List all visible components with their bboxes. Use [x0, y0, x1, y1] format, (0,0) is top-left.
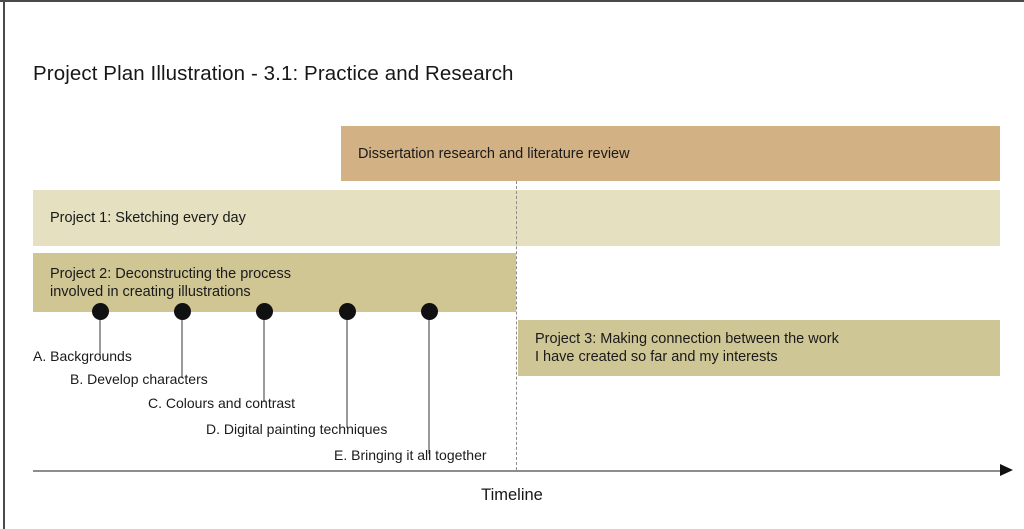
- gantt-bar-label: Dissertation research and literature rev…: [358, 145, 630, 162]
- gantt-bar-project-3[interactable]: Project 3: Making connection between the…: [518, 320, 1000, 376]
- frame-left-border: [3, 0, 5, 529]
- gantt-bar-label: Project 3: Making connection between the…: [535, 331, 839, 365]
- page-title: Project Plan Illustration - 3.1: Practic…: [33, 62, 514, 85]
- milestone-dot-a[interactable]: [91, 303, 109, 320]
- milestone-dot-d[interactable]: [338, 303, 356, 320]
- milestone-label-c: C. Colours and contrast: [148, 395, 296, 411]
- timeline-axis-line: [33, 470, 1000, 472]
- timeline-axis-label: Timeline: [481, 486, 543, 504]
- milestone-dot-e[interactable]: [420, 303, 438, 320]
- milestone-label-b: B. Develop characters: [70, 371, 208, 387]
- milestone-stem-e: [428, 311, 430, 454]
- milestone-dot-c[interactable]: [255, 303, 273, 320]
- milestone-stem-d: [346, 311, 348, 428]
- gantt-bar-project-2[interactable]: Project 2: Deconstructing the process in…: [33, 253, 516, 312]
- milestone-label-a: A. Backgrounds: [33, 348, 132, 364]
- milestone-label-e: E. Bringing it all together: [334, 447, 487, 463]
- gantt-bar-label: Project 1: Sketching every day: [50, 210, 246, 226]
- milestone-stem-a: [99, 311, 101, 355]
- milestone-stem-b: [181, 311, 183, 378]
- frame-top-border: [0, 0, 1024, 2]
- gantt-bar-label: Project 2: Deconstructing the process in…: [50, 265, 291, 300]
- milestone-dot-b[interactable]: [173, 303, 191, 320]
- gantt-bar-dissertation[interactable]: Dissertation research and literature rev…: [341, 126, 1000, 181]
- milestone-label-d: D. Digital painting techniques: [206, 421, 388, 437]
- timeline-arrow-icon: [1000, 464, 1013, 477]
- phase-divider-line: [516, 181, 517, 470]
- milestone-stem-c: [263, 311, 265, 402]
